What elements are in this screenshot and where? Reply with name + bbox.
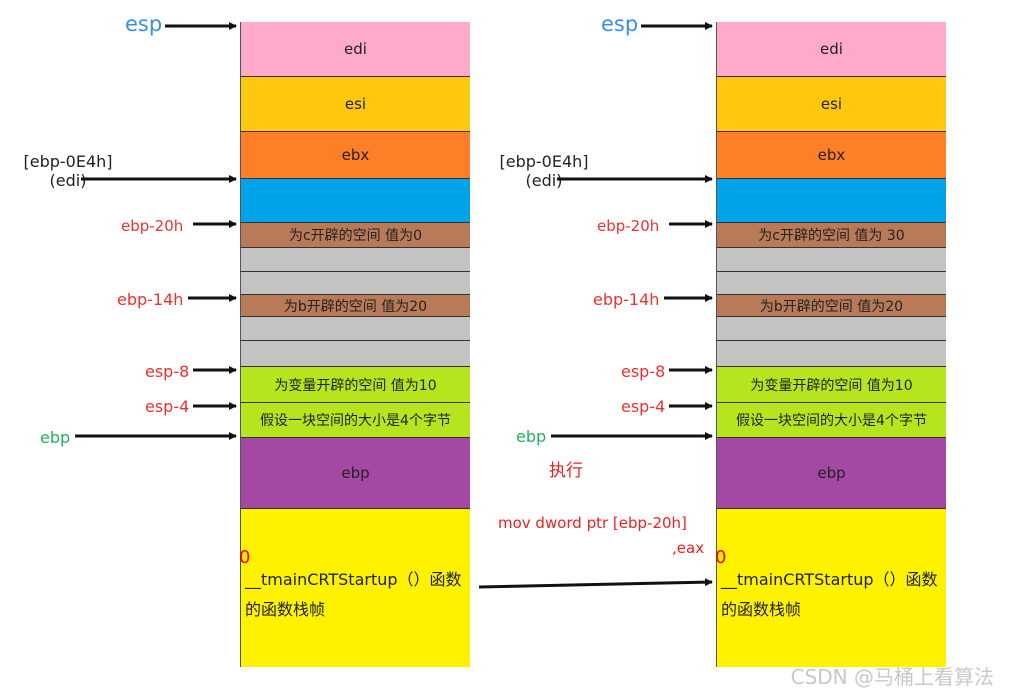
label-edi-paren: (edi) xyxy=(525,171,563,190)
cell-var-b: 为b开辟的空间 值为20 xyxy=(240,295,470,317)
cell-note-size: 假设一块空间的大小是4个字节 xyxy=(240,403,470,438)
cell-var-c: 为c开辟的空间 值为0 xyxy=(240,223,470,248)
label-ebp-0e4h-line1: [ebp-0E4h] xyxy=(23,152,113,171)
zero-mark: 0 xyxy=(239,547,251,568)
cell-caller-frame: 0 __tmainCRTStartup（）函数 的函数栈帧 xyxy=(715,509,946,667)
cell-ebx: ebx xyxy=(240,132,470,179)
label-esp-4: esp-4 xyxy=(145,397,190,416)
label-edi-paren: (edi) xyxy=(49,171,87,190)
label-ebp-0e4h: [ebp-0E4h] (edi) xyxy=(18,152,118,190)
label-ebp-14h: ebp-14h xyxy=(117,290,184,309)
label-ebp-20h: ebp-20h xyxy=(597,217,660,235)
label-esp: esp xyxy=(601,12,639,36)
cell-edi: edi xyxy=(240,22,470,77)
zero-mark: 0 xyxy=(715,547,727,568)
cell-esi: esi xyxy=(716,77,946,132)
label-esp-8: esp-8 xyxy=(621,362,666,381)
cell-padding xyxy=(240,248,470,272)
label-esp-8: esp-8 xyxy=(145,362,190,381)
cell-caller-frame: 0 __tmainCRTStartup（）函数 的函数栈帧 xyxy=(239,509,470,667)
cell-padding xyxy=(240,272,470,295)
cell-padding xyxy=(240,317,470,341)
cell-note-size: 假设一块空间的大小是4个字节 xyxy=(716,403,946,438)
label-ebp-0e4h: [ebp-0E4h] (edi) xyxy=(494,152,594,190)
cell-edi-fill-start xyxy=(716,179,946,223)
cell-var-a: 为变量开辟的空间 值为10 xyxy=(716,367,946,403)
label-ebp: ebp xyxy=(40,428,71,447)
label-esp: esp xyxy=(125,12,163,36)
cell-padding xyxy=(716,317,946,341)
label-ebp: ebp xyxy=(516,427,547,446)
cell-ebx: ebx xyxy=(716,132,946,179)
cell-var-a: 为变量开辟的空间 值为10 xyxy=(240,367,470,403)
frame-text-line1: __tmainCRTStartup（）函数 xyxy=(721,570,938,589)
arrow-transition xyxy=(478,578,713,589)
watermark: CSDN @马桶上看算法 xyxy=(790,665,994,689)
cell-padding xyxy=(716,248,946,272)
frame-text-line2: 的函数栈帧 xyxy=(245,600,326,619)
execute-label: 执行 xyxy=(549,461,583,481)
cell-padding xyxy=(716,272,946,295)
label-ebp-14h: ebp-14h xyxy=(593,290,660,309)
cell-saved-ebp: ebp xyxy=(240,438,470,509)
instruction-line2: ,eax xyxy=(672,539,705,557)
cell-edi: edi xyxy=(716,22,946,77)
instruction-line1: mov dword ptr [ebp-20h] xyxy=(498,514,687,532)
cell-var-b: 为b开辟的空间 值为20 xyxy=(716,295,946,317)
cell-esi: esi xyxy=(240,77,470,132)
cell-saved-ebp: ebp xyxy=(716,438,946,509)
label-ebp-0e4h-line1: [ebp-0E4h] xyxy=(499,152,589,171)
cell-padding xyxy=(240,341,470,367)
label-ebp-20h: ebp-20h xyxy=(121,217,184,235)
cell-edi-fill-start xyxy=(240,179,470,223)
cell-var-c: 为c开辟的空间 值为 30 xyxy=(716,223,946,248)
frame-text-line2: 的函数栈帧 xyxy=(721,600,802,619)
label-esp-4: esp-4 xyxy=(621,397,666,416)
cell-padding xyxy=(716,341,946,367)
frame-text-line1: __tmainCRTStartup（）函数 xyxy=(245,570,462,589)
